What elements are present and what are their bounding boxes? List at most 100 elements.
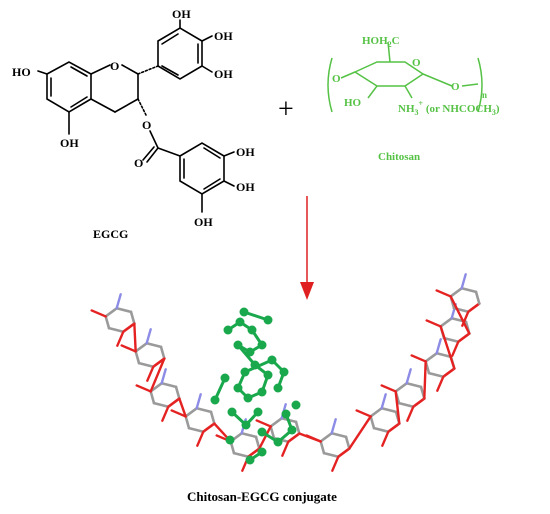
model-bond (232, 451, 250, 459)
model-bond (380, 384, 397, 393)
svg-text:OH: OH (60, 136, 79, 150)
model-bond (178, 397, 187, 418)
model-bond (427, 371, 445, 379)
model-atom (267, 355, 277, 365)
model-bond (104, 306, 118, 318)
model-bond (161, 405, 170, 422)
model-bond (449, 286, 463, 298)
model-bond (145, 328, 152, 345)
svg-text:O: O (451, 81, 460, 93)
model-bond (457, 332, 471, 344)
model-atom (245, 347, 255, 357)
plus-sign: + (278, 94, 294, 125)
model-bond (160, 381, 178, 389)
model-bond (287, 432, 301, 444)
model-bond (348, 415, 372, 450)
model-bond (435, 289, 452, 298)
model-bond (120, 344, 137, 353)
model-atom (227, 407, 237, 417)
svg-text:O: O (110, 59, 119, 73)
model-bond (331, 455, 340, 472)
model-atom (287, 425, 297, 435)
product-name: Chitosan-EGCG conjugate (187, 489, 337, 504)
svg-text:NH3+ (or NHCOCH3): NH3+ (or NHCOCH3) (398, 99, 500, 117)
model-atom (273, 383, 283, 393)
model-atom (257, 340, 267, 350)
egcg-structure (37, 19, 235, 213)
model-bond (412, 397, 426, 409)
egcg-ring-b (157, 27, 203, 80)
model-bond (330, 431, 348, 439)
model-bond (319, 440, 326, 455)
model-bond (369, 406, 383, 418)
model-bond (90, 309, 107, 318)
model-bond (380, 406, 398, 414)
model-bond (369, 415, 376, 430)
model-bond (107, 326, 125, 334)
model-bond (405, 368, 412, 385)
svg-text:OH: OH (214, 67, 233, 81)
model-atom (225, 435, 235, 445)
model-bond (387, 422, 401, 434)
model-bond (442, 336, 460, 344)
model-bond (442, 367, 456, 379)
model-atom (241, 420, 251, 430)
conjugate-3d-model (90, 273, 481, 472)
model-bond (254, 435, 261, 450)
model-atom (235, 317, 245, 327)
model-atom (233, 340, 243, 350)
model-bond (439, 316, 453, 328)
model-atom (239, 307, 249, 317)
svg-text:O: O (142, 118, 151, 132)
model-bond (184, 406, 198, 418)
model-bond (255, 419, 272, 428)
model-bond (170, 409, 187, 418)
model-bond (146, 365, 155, 382)
model-bond (460, 286, 478, 294)
model-atom (281, 409, 291, 419)
svg-text:HO: HO (12, 65, 31, 79)
svg-text:O: O (134, 156, 143, 170)
model-bond (381, 430, 390, 447)
model-bond (195, 393, 202, 410)
model-bond (122, 322, 136, 334)
model-bond (196, 430, 205, 447)
model-bond (406, 405, 415, 422)
model-bond (435, 338, 442, 355)
model-bond (435, 351, 453, 359)
egcg-atom-labels: OH OH OH HO O O O OH OH OH OH (12, 7, 255, 229)
model-bond (269, 416, 283, 428)
model-bond (184, 415, 191, 430)
model-atom (279, 367, 289, 377)
model-bond (380, 393, 387, 410)
model-bond (187, 426, 205, 434)
model-bond (115, 293, 122, 310)
model-atom (210, 395, 220, 405)
model-bond (209, 410, 216, 425)
model-atom (263, 370, 273, 380)
model-atom (223, 325, 233, 335)
model-bond (405, 381, 423, 389)
model-bond (330, 418, 337, 435)
svg-text:HO: HO (344, 97, 362, 109)
model-bond (174, 385, 181, 400)
model-bond (152, 401, 170, 409)
model-bond (134, 341, 148, 353)
svg-text:O: O (412, 57, 421, 69)
model-atom (250, 360, 260, 370)
model-bond (137, 361, 155, 369)
model-bond (134, 350, 141, 365)
model-bond (410, 354, 427, 363)
svg-text:OH: OH (236, 145, 255, 159)
model-bond (467, 302, 481, 314)
model-bond (240, 431, 258, 439)
model-bond (160, 368, 167, 385)
model-bond (337, 447, 351, 459)
model-bond (449, 295, 471, 335)
model-bond (298, 432, 322, 443)
model-bond (149, 390, 156, 405)
model-bond (451, 340, 460, 357)
model-bond (460, 273, 467, 290)
model-bond (372, 426, 390, 434)
